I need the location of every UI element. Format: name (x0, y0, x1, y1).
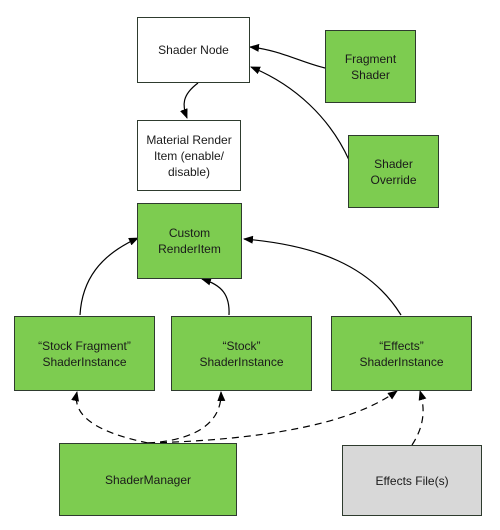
edge-effects-files-to-effects (411, 390, 427, 446)
edge-manager-to-effects (147, 390, 398, 444)
effects-shaderinstance-label: “Effects” ShaderInstance (359, 338, 444, 369)
fragment-shader-label: Fragment Shader (344, 51, 397, 82)
stock-shaderinstance-label: “Stock” ShaderInstance (199, 338, 284, 369)
edge-effects-to-custom-renderitem (243, 235, 402, 316)
edge-stock-to-custom-renderitem (201, 277, 230, 316)
material-render-item-label: Material Render Item (enable/ disable) (146, 132, 232, 179)
stock-fragment-shaderinstance-label: “Stock Fragment” ShaderInstance (38, 338, 131, 369)
effects-files-label: Effects File(s) (375, 473, 449, 488)
edge-shader-node-to-material-render-item (180, 82, 199, 119)
edge-fragment-shader-to-shader-node (249, 43, 326, 69)
edge-stock-fragment-to-custom-renderitem (79, 237, 139, 316)
shadermanager-label: ShaderManager (104, 472, 192, 487)
custom-renderitem-box: Custom RenderItem (137, 203, 242, 279)
shader-node-label: Shader Node (158, 43, 229, 57)
shader-override-label: Shader Override (370, 156, 417, 187)
shader-node-box: Shader Node (137, 17, 250, 83)
edge-manager-to-stock (147, 391, 226, 444)
material-render-item-box: Material Render Item (enable/ disable) (137, 120, 241, 191)
shader-override-box: Shader Override (348, 135, 439, 208)
edge-manager-to-stock-fragment (71, 391, 149, 444)
effects-files-box: Effects File(s) (342, 445, 482, 516)
custom-renderitem-label: Custom RenderItem (158, 226, 221, 256)
shadermanager-box: ShaderManager (59, 443, 237, 516)
effects-shaderinstance-box: “Effects” ShaderInstance (331, 316, 472, 391)
fragment-shader-box: Fragment Shader (325, 30, 416, 103)
stock-fragment-shaderinstance-box: “Stock Fragment” ShaderInstance (14, 316, 155, 391)
stock-shaderinstance-box: “Stock” ShaderInstance (171, 316, 312, 391)
